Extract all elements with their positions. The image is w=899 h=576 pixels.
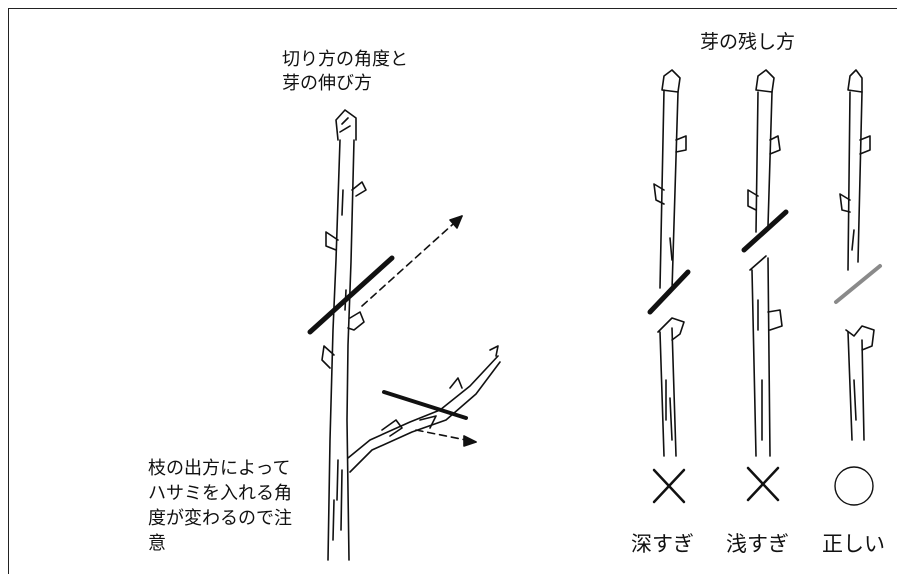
circle-mark-correct bbox=[834, 466, 874, 506]
twig-correct bbox=[834, 69, 882, 441]
note-line-4: 意 bbox=[148, 533, 166, 554]
note-line-2: ハサミを入れる角 bbox=[148, 483, 292, 504]
label-too-deep: 深すぎ bbox=[631, 532, 694, 556]
twig-too-deep bbox=[647, 69, 691, 457]
cut-line-main bbox=[307, 255, 395, 335]
cut-line-side bbox=[382, 390, 468, 420]
cross-mark-shallow bbox=[746, 466, 780, 502]
growth-arrow-main bbox=[361, 215, 463, 307]
right-title: 芽の残し方 bbox=[700, 31, 796, 53]
twig-too-shallow bbox=[741, 69, 789, 457]
side-branch bbox=[347, 345, 501, 473]
note-line-3: 度が変わるので注 bbox=[148, 508, 292, 529]
side-buds-main bbox=[321, 181, 367, 369]
left-title: 切り方の角度と 芽の伸び方 bbox=[282, 48, 408, 96]
note-text: 枝の出方によって ハサミを入れる角 度が変わるので注 意 bbox=[148, 456, 292, 556]
main-branch bbox=[327, 139, 355, 561]
label-too-shallow: 浅すぎ bbox=[726, 532, 789, 556]
label-correct: 正しい bbox=[822, 532, 885, 556]
cross-mark-deep bbox=[652, 468, 686, 504]
frame-border bbox=[8, 8, 897, 574]
top-bud bbox=[335, 109, 357, 141]
left-title-line-2: 芽の伸び方 bbox=[282, 73, 372, 94]
left-title-line-1: 切り方の角度と bbox=[282, 49, 408, 70]
growth-arrow-side bbox=[415, 429, 477, 447]
note-line-1: 枝の出方によって bbox=[148, 458, 291, 479]
